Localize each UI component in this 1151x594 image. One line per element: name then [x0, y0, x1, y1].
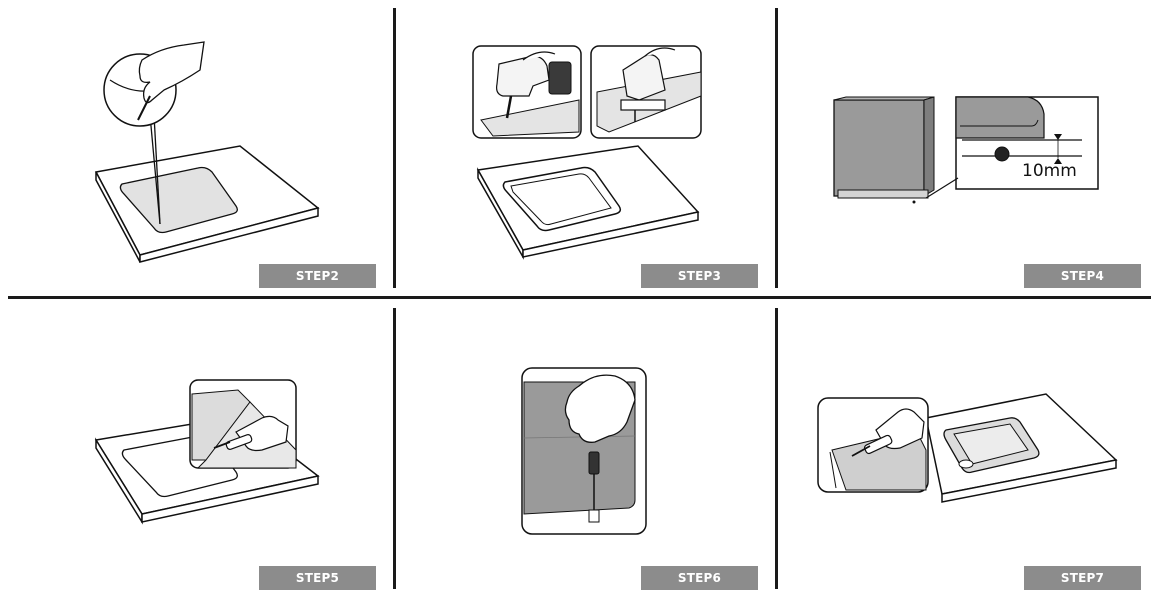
step3-illustration: [383, 0, 766, 294]
step3-panel: STEP3: [383, 0, 766, 294]
step4-illustration: 10mm: [766, 0, 1151, 294]
horizontal-divider: [8, 296, 1151, 299]
step2-panel: STEP2: [0, 0, 383, 294]
step7-label: STEP7: [1024, 566, 1141, 590]
step5-illustration: [0, 300, 383, 589]
step2-label: STEP2: [259, 264, 376, 288]
step3-label: STEP3: [641, 264, 758, 288]
sink-block-icon: [834, 97, 934, 198]
step4-panel: 10mm STEP4: [766, 0, 1149, 294]
step6-illustration: [383, 300, 766, 589]
measurement-text: 10mm: [1022, 161, 1077, 181]
step7-illustration: [766, 300, 1151, 589]
step2-illustration: [0, 0, 383, 294]
step4-label: STEP4: [1024, 264, 1141, 288]
step6-label: STEP6: [641, 566, 758, 590]
step5-label: STEP5: [259, 566, 376, 590]
step5-panel: STEP5: [0, 300, 383, 594]
step7-panel: STEP7: [766, 300, 1149, 594]
step6-panel: STEP6: [383, 300, 766, 594]
